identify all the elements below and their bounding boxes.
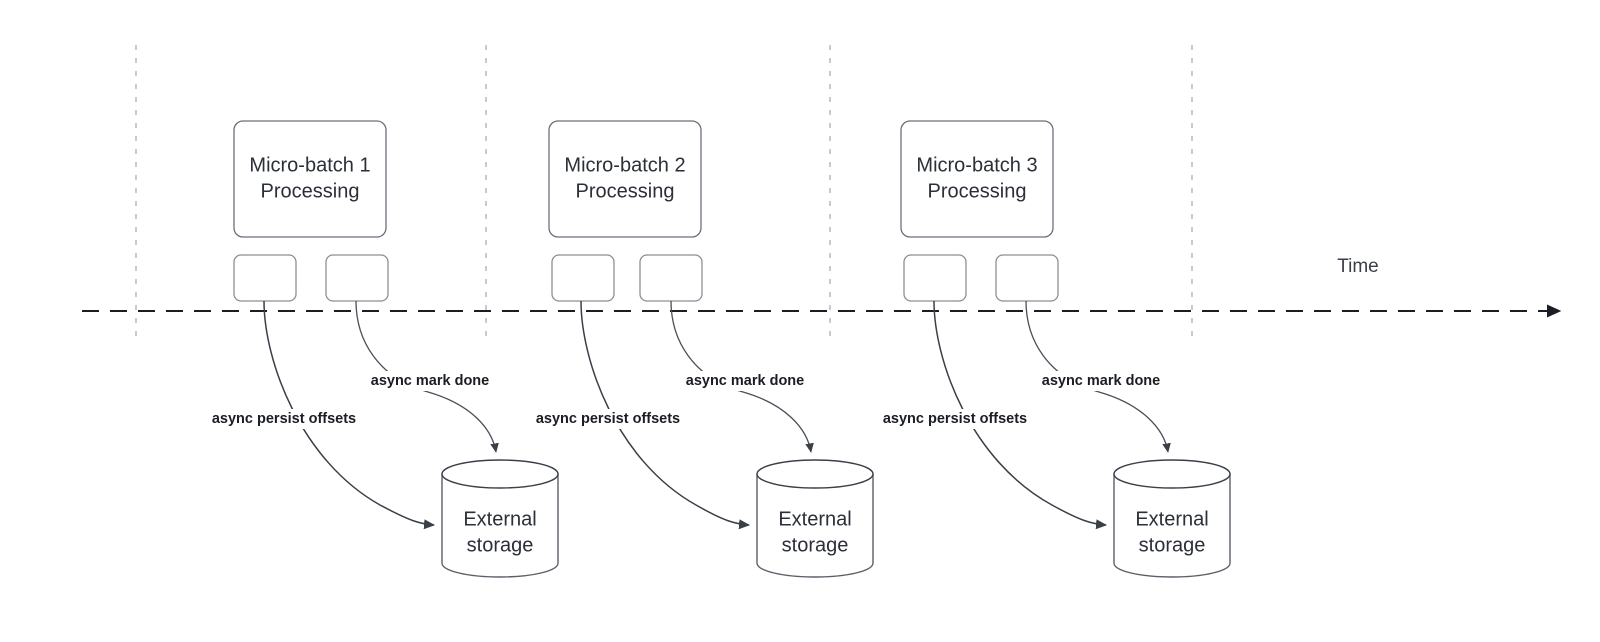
micro-batch-box-1[interactable] [233, 120, 387, 238]
external-storage-2-label-line2: storage [782, 534, 849, 556]
external-storage-1-label-line1: External [463, 508, 536, 530]
micro-batch-box-2-label-line2: Processing [576, 180, 675, 202]
edge-label-async-mark-done-2: async mark done [686, 373, 804, 389]
micro-batch-box-2-label-line1: Micro-batch 2 [564, 154, 685, 176]
edge-label-bg-persist-2 [520, 409, 698, 429]
edge-async-mark-done-1 [355, 300, 499, 453]
micro-batch-box-3[interactable] [900, 120, 1054, 238]
external-storage-2-label-line1: External [778, 508, 851, 530]
edge-label-bg-mark-done-3 [1031, 371, 1171, 391]
micro-batch-box-1-label-line1: Micro-batch 1 [249, 154, 370, 176]
persist-offsets-task-1[interactable] [233, 254, 297, 302]
edge-label-bg-persist-3 [867, 409, 1045, 429]
edge-label-async-mark-done-3: async mark done [1042, 373, 1160, 389]
edge-label-async-persist-offsets-1: async persist offsets [212, 411, 356, 427]
external-storage-3-label-line1: External [1135, 508, 1208, 530]
micro-batch-box-2[interactable] [548, 120, 702, 238]
external-storage-3[interactable]: External storage [1113, 459, 1231, 578]
persist-offsets-task-3[interactable] [903, 254, 967, 302]
edge-async-persist-offsets-3 [933, 300, 1107, 530]
edge-label-async-persist-offsets-3: async persist offsets [883, 411, 1027, 427]
mark-done-task-3[interactable] [995, 254, 1059, 302]
micro-batch-box-3-label-line2: Processing [928, 180, 1027, 202]
micro-batch-box-1-label-line2: Processing [261, 180, 360, 202]
edge-label-bg-mark-done-1 [360, 371, 500, 391]
edge-async-mark-done-2 [670, 300, 814, 453]
external-storage-1-label-line2: storage [467, 534, 534, 556]
group-3: Micro-batch 3 Processing async persist o… [867, 120, 1231, 578]
edge-label-bg-mark-done-2 [675, 371, 815, 391]
external-storage-2[interactable]: External storage [756, 459, 874, 578]
edge-label-bg-persist-1 [196, 409, 374, 429]
edge-label-async-mark-done-1: async mark done [371, 373, 489, 389]
tick-lines-group [135, 45, 1193, 340]
group-2: Micro-batch 2 Processing async persist o… [520, 120, 874, 578]
edge-async-persist-offsets-1 [263, 300, 435, 530]
external-storage-3-label-line2: storage [1139, 534, 1206, 556]
external-storage-1[interactable]: External storage [441, 459, 559, 578]
edge-async-mark-done-3 [1025, 300, 1171, 453]
mark-done-task-1[interactable] [325, 254, 389, 302]
time-axis-label: Time [1337, 256, 1379, 277]
micro-batch-box-3-label-line1: Micro-batch 3 [916, 154, 1037, 176]
edge-label-async-persist-offsets-2: async persist offsets [536, 411, 680, 427]
group-1: Micro-batch 1 Processing async persist o… [196, 120, 559, 578]
edge-async-persist-offsets-2 [580, 300, 750, 530]
mark-done-task-2[interactable] [639, 254, 703, 302]
persist-offsets-task-2[interactable] [551, 254, 615, 302]
